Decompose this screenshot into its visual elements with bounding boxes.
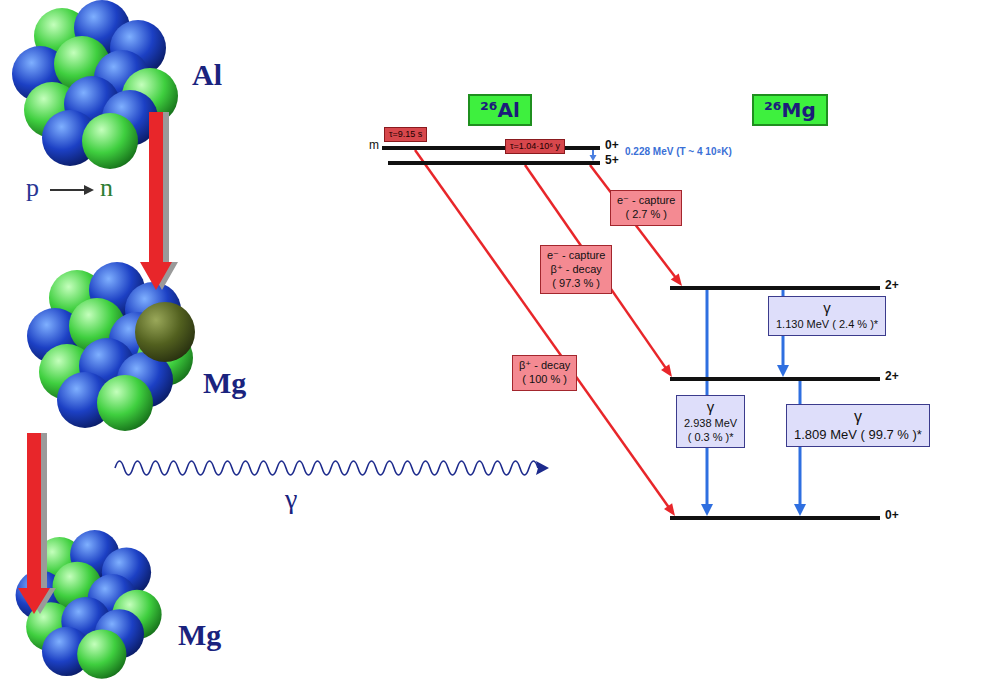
nucleus-label: Al — [192, 58, 222, 91]
level-label: 2+ — [885, 278, 899, 292]
arrow-head — [661, 364, 672, 377]
arrow-head — [794, 504, 806, 516]
energy-level: 0+ — [670, 516, 880, 520]
box-text: ( 2.7 % ) — [617, 208, 675, 222]
box-text: γ — [794, 407, 922, 427]
level-label: 5+ — [605, 153, 619, 167]
gamma-box: γ2.938 MeV( 0.3 % )* — [676, 395, 745, 448]
box-text: ²⁶Mg — [764, 98, 816, 122]
box-text: ²⁶Al — [480, 98, 520, 122]
box-text: 1.809 MeV ( 99.7 % )* — [794, 427, 922, 443]
nucleus-label: γ — [285, 484, 297, 515]
lifetime-box: τ=9.15 s — [384, 127, 427, 142]
box-text: β⁺ - decay — [547, 263, 605, 277]
box-text: ( 97.3 % ) — [547, 277, 605, 291]
transition-arrow — [415, 150, 675, 516]
level-label: 0+ — [885, 508, 899, 522]
nuclide-box: ²⁶Al — [468, 94, 532, 126]
box-text: e⁻ - capture — [617, 194, 675, 208]
gamma-box: γ1.809 MeV ( 99.7 % )* — [786, 404, 930, 447]
energy-level: m0+ — [382, 146, 600, 150]
box-text: ( 0.3 % )* — [684, 431, 737, 445]
box-text: 2.938 MeV — [684, 417, 737, 431]
nucleus-label: p — [26, 174, 39, 203]
level-label: 0+ — [605, 138, 619, 152]
energy-level: 5+ — [388, 161, 600, 165]
box-text: γ — [684, 398, 737, 417]
decay-arrow — [140, 112, 178, 290]
decay-box: e⁻ - capture( 2.7 % ) — [610, 190, 682, 226]
box-text: e⁻ - capture — [547, 249, 605, 263]
arrow-head — [671, 273, 682, 286]
decay-arrow — [18, 433, 56, 614]
box-text: τ=1.04·10⁶ y — [510, 141, 560, 152]
arrow-head — [701, 504, 713, 516]
energy-level: 2+ — [670, 377, 880, 381]
box-text: 1.130 MeV ( 2.4 % )* — [776, 318, 878, 332]
box-text: τ=9.15 s — [389, 129, 422, 140]
conversion-arrow — [50, 185, 94, 195]
transition-arrow — [794, 381, 806, 516]
level-label: m — [369, 138, 379, 152]
nuclide-box: ²⁶Mg — [752, 94, 828, 126]
lifetime-box: τ=1.04·10⁶ y — [505, 139, 565, 154]
gamma-wave — [115, 461, 549, 475]
box-text: β⁺ - decay — [519, 359, 570, 373]
box-text: ( 100 % ) — [519, 373, 570, 387]
arrow-head — [664, 503, 675, 516]
gamma-box: γ1.130 MeV ( 2.4 % )* — [768, 296, 886, 336]
nucleus-label: Mg — [203, 366, 246, 399]
decay-box: e⁻ - captureβ⁺ - decay( 97.3 % ) — [540, 245, 612, 294]
excited-magnesium-nucleus — [27, 262, 195, 431]
nucleus-label: n — [100, 174, 113, 203]
box-text: γ — [776, 299, 878, 318]
arrow-head — [777, 365, 789, 377]
decay-box: β⁺ - decay( 100 % ) — [512, 355, 577, 391]
level-label: 2+ — [885, 369, 899, 383]
energy-level: 2+ — [670, 286, 880, 290]
nucleus-label: Mg — [178, 618, 221, 651]
transition-arrow — [590, 150, 597, 161]
transition-label: 0.228 MeV (T ~ 4 10⁸K) — [624, 146, 733, 158]
